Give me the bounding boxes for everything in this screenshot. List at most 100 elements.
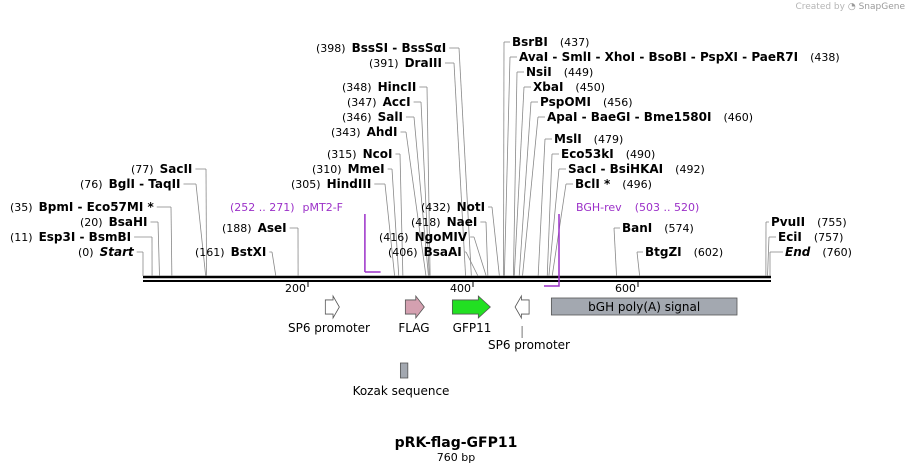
site-xbai[interactable]: XbaI(450) — [533, 80, 605, 94]
site-leader — [548, 168, 560, 277]
site-bcli[interactable]: BclI * (496) — [575, 177, 652, 191]
site-name: BanI — [622, 221, 652, 235]
site-bsssi[interactable]: (398)BssSI - BssSαI — [316, 41, 446, 55]
site-naei[interactable]: (418)NaeI — [411, 215, 477, 229]
site-position: (460) — [723, 111, 753, 124]
site-mmei[interactable]: (310)MmeI — [312, 162, 385, 176]
site-position: (456) — [603, 96, 633, 109]
site-leader — [399, 153, 404, 277]
feature-label: SP6 promoter — [488, 338, 570, 352]
site-position: (574) — [664, 222, 694, 235]
site-position: (437) — [560, 36, 590, 49]
site-leader — [157, 221, 160, 277]
site-leader — [513, 71, 518, 277]
site-ngomiv[interactable]: (416)NgoMIV — [379, 230, 468, 244]
site-position: (438) — [810, 51, 840, 64]
site-eco53ki[interactable]: Eco53kI(490) — [561, 147, 655, 161]
site-msli[interactable]: MslI(479) — [554, 132, 623, 146]
site-ecii[interactable]: EciI(757) — [778, 230, 843, 244]
feature-flag[interactable]: FLAG — [398, 294, 430, 335]
site-leader — [767, 236, 770, 277]
site-bsaai[interactable]: (406)BsaAI — [388, 245, 462, 259]
site-position: (161) — [195, 246, 225, 259]
site-pspomi[interactable]: PspOMI(456) — [540, 95, 633, 109]
site-position: (0) — [78, 246, 94, 259]
snapgene-credit: Created by ◔ SnapGene — [795, 2, 905, 12]
site-bsrbi[interactable]: BsrBI (437) — [512, 35, 589, 49]
plasmid-length: 760 bp — [437, 451, 475, 464]
site-btgzi[interactable]: BtgZI(602) — [645, 245, 723, 259]
feature-sp6-promoter-2[interactable]: SP6 promoter — [488, 294, 570, 352]
site-leader — [205, 168, 207, 277]
snapgene-logo-icon: ◔ — [847, 2, 856, 12]
site-end[interactable]: End(760) — [785, 245, 852, 259]
site-ncoi[interactable]: (315)NcoI — [327, 147, 392, 161]
site-leader — [537, 138, 546, 277]
site-saci[interactable]: SacI - BsiHKAI(492) — [568, 162, 705, 176]
site-position: (432) — [421, 201, 451, 214]
site-avai[interactable]: AvaI - SmlI - XhoI - BsoBI - PspXI - Pae… — [519, 50, 840, 64]
site-name: MmeI — [348, 162, 385, 176]
feature-bgh-polya[interactable]: bGH poly(A) signal — [550, 297, 738, 316]
site-bsahi[interactable]: (20)BsaHI — [80, 215, 148, 229]
feature-arrow-shape — [514, 294, 530, 320]
feature-sp6-promoter-1[interactable]: SP6 promoter — [288, 294, 370, 335]
site-name: DraIII — [405, 56, 442, 70]
site-position: (496) — [622, 178, 652, 191]
site-leader — [405, 131, 427, 277]
primer-name: BGH-rev — [576, 201, 622, 214]
feature-arrow-shape — [324, 294, 340, 320]
site-pvuii[interactable]: PvuII(755) — [771, 215, 847, 229]
site-name: NotI — [457, 200, 486, 214]
site-position: (77) — [131, 163, 154, 176]
site-sacii[interactable]: (77)SacII — [131, 162, 192, 176]
site-leader — [518, 101, 532, 277]
site-ahdi[interactable]: (343)AhdI — [331, 125, 397, 139]
primer-bghrev[interactable]: BGH-rev(503 .. 520) — [543, 201, 699, 287]
site-esp3i[interactable]: (11)Esp3I - BsmBI — [10, 230, 131, 244]
site-draiii[interactable]: (391)DraIII — [369, 56, 442, 70]
feature-arrow-shape — [451, 295, 491, 319]
site-bgli[interactable]: (76)BglI - TaqII — [80, 177, 181, 191]
site-nsii[interactable]: NsiI(449) — [526, 65, 593, 79]
site-position: (755) — [817, 216, 847, 229]
site-bstxi[interactable]: (161) BstXI — [195, 245, 266, 259]
site-apai[interactable]: ApaI - BaeGI - Bme1580I (460) — [547, 110, 753, 124]
site-asei[interactable]: (188)AseI — [222, 221, 287, 235]
primer-name: pMT2-F — [303, 201, 344, 214]
site-leader — [170, 206, 173, 277]
site-noti[interactable]: (432) NotI — [421, 200, 485, 214]
site-acci[interactable]: (347)AccI — [347, 95, 411, 109]
primer-pmt2f[interactable]: pMT2-F(252 .. 271) — [230, 201, 381, 273]
site-position: (449) — [564, 66, 594, 79]
feature-box-shape — [399, 362, 409, 379]
site-name: BpmI - Eco57MI * — [39, 200, 155, 214]
site-name: BclI * — [575, 177, 611, 191]
site-name: BsrBI — [512, 35, 548, 49]
site-name: SalI — [378, 110, 403, 124]
site-name: ApaI - BaeGI - Bme1580I — [547, 110, 711, 124]
site-bani[interactable]: BanI (574) — [622, 221, 694, 235]
site-leader — [420, 101, 430, 277]
site-hindiii[interactable]: (305)HindIII — [291, 177, 371, 191]
site-hincii[interactable]: (348)HincII — [342, 80, 416, 94]
site-position: (490) — [626, 148, 656, 161]
site-start[interactable]: (0)Start — [78, 245, 135, 259]
site-leader — [195, 183, 207, 277]
site-name: AvaI - SmlI - XhoI - BsoBI - PspXI - Pae… — [519, 50, 798, 64]
site-position: (315) — [327, 148, 357, 161]
site-name: XbaI — [533, 80, 563, 94]
site-bpmi[interactable]: (35)BpmI - Eco57MI * — [10, 200, 154, 214]
feature-kozak[interactable]: Kozak sequence — [353, 362, 450, 398]
site-name: BssSI - BssSαI — [352, 41, 447, 55]
site-name: BstXI — [231, 245, 267, 259]
scale-tick-label: 400 — [450, 282, 471, 295]
feature-gfp11[interactable]: GFP11 — [451, 295, 491, 335]
site-leader — [513, 86, 525, 277]
site-sali[interactable]: (346)SalI — [342, 110, 403, 124]
site-name: Esp3I - BsmBI — [39, 230, 131, 244]
plasmid-name: pRK-flag-GFP11 — [395, 435, 518, 451]
feature-label: bGH poly(A) signal — [588, 300, 700, 314]
site-leader — [413, 116, 429, 277]
